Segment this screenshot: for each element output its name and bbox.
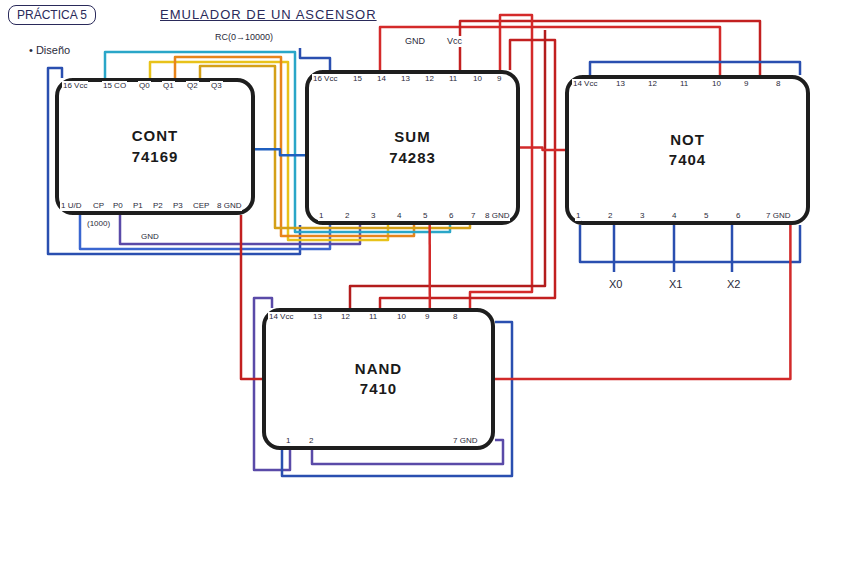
pin-label: 1 bbox=[575, 211, 581, 221]
nand-chip: NAND 7410 bbox=[262, 308, 495, 450]
pin-label: 6 bbox=[735, 211, 741, 221]
counter-chip: CONT 74169 bbox=[55, 78, 255, 215]
pin-label: 2 bbox=[607, 211, 613, 221]
pin-label: 4 bbox=[396, 211, 402, 221]
pin-label: 13 bbox=[400, 74, 411, 84]
pin-label: 9 bbox=[496, 74, 502, 84]
inverter-chip: NOT 7404 bbox=[565, 75, 810, 225]
pin-label: 7 GND bbox=[765, 211, 791, 221]
chip-name: SUM 74283 bbox=[389, 127, 436, 168]
wire bbox=[48, 68, 300, 254]
pin-label: 16 Vcc bbox=[312, 74, 338, 84]
pin-label: 9 bbox=[424, 312, 430, 322]
pin-label: 5 bbox=[703, 211, 709, 221]
pin-label: 15 bbox=[352, 74, 363, 84]
pin-label: 8 GND bbox=[484, 211, 510, 221]
practice-tag: PRÁCTICA 5 bbox=[8, 5, 96, 25]
wire bbox=[673, 225, 676, 272]
pin-label: 14 bbox=[376, 74, 387, 84]
input-name: X2 bbox=[726, 278, 741, 291]
pin-label: 3 bbox=[370, 211, 376, 221]
pin-label: P3 bbox=[172, 201, 184, 211]
pin-label: 12 bbox=[340, 312, 351, 322]
pin-label: GND bbox=[404, 36, 426, 47]
pin-label: 10 bbox=[396, 312, 407, 322]
pin-label: P2 bbox=[152, 201, 164, 211]
pin-label: 1 bbox=[285, 436, 291, 446]
pin-label: Q1 bbox=[162, 81, 175, 91]
pin-label: 6 bbox=[448, 211, 454, 221]
wire bbox=[613, 225, 616, 272]
pin-label: 3 bbox=[639, 211, 645, 221]
pin-label: P1 bbox=[132, 201, 144, 211]
pin-label: P0 bbox=[112, 201, 124, 211]
pin-label: 15 CO bbox=[102, 81, 127, 91]
pin-label: 8 GND bbox=[216, 201, 242, 211]
pin-label: 10 bbox=[472, 74, 483, 84]
pin-label: 11 bbox=[448, 74, 458, 84]
pin-label: Q0 bbox=[138, 81, 151, 91]
wire bbox=[580, 225, 800, 262]
pin-label: CEP bbox=[192, 201, 210, 211]
pin-label: 14 Vcc bbox=[268, 312, 294, 322]
pin-label: 11 bbox=[368, 312, 378, 322]
pin-label: 2 bbox=[344, 211, 350, 221]
wire bbox=[380, 27, 720, 75]
pin-label: 8 bbox=[775, 79, 781, 89]
pin-label: 2 bbox=[308, 436, 314, 446]
wire-connector bbox=[428, 225, 431, 308]
chip-name: NAND 7410 bbox=[355, 359, 402, 400]
pin-label: 13 bbox=[312, 312, 323, 322]
wire bbox=[731, 225, 734, 272]
chip-name: CONT 74169 bbox=[132, 126, 179, 167]
wire bbox=[590, 62, 800, 75]
pin-label: 5 bbox=[422, 211, 428, 221]
pin-label: 10 bbox=[711, 79, 722, 89]
pin-label: 12 bbox=[647, 79, 658, 89]
wire-connector bbox=[520, 148, 565, 151]
pin-label: Q3 bbox=[210, 81, 223, 91]
pin-label: 4 bbox=[671, 211, 677, 221]
pin-label: 13 bbox=[615, 79, 626, 89]
pin-label: 11 bbox=[679, 79, 689, 89]
pin-label: 12 bbox=[424, 74, 435, 84]
pin-label: CP bbox=[92, 201, 105, 211]
wire bbox=[300, 48, 330, 70]
wire-connector bbox=[241, 215, 262, 379]
pin-label: RC(0→10000) bbox=[214, 32, 274, 43]
pin-label: 1 bbox=[318, 211, 324, 221]
pin-label: 9 bbox=[743, 79, 749, 89]
input-name: X0 bbox=[608, 278, 623, 291]
pin-label: GND bbox=[140, 232, 160, 242]
pin-label: 8 bbox=[452, 312, 458, 322]
title: EMULADOR DE UN ASCENSOR bbox=[160, 7, 377, 22]
chip-name: PRÁCTICA 5 bbox=[17, 8, 87, 22]
pin-label: 7 GND bbox=[452, 436, 478, 446]
pin-label: 1 U/D bbox=[60, 201, 82, 211]
input-name: X1 bbox=[668, 278, 683, 291]
wire-connector bbox=[495, 225, 790, 379]
pin-label: 16 Vcc bbox=[62, 81, 88, 91]
pin-label: Vcc bbox=[446, 36, 463, 47]
pin-label: 7 bbox=[470, 211, 476, 221]
wire bbox=[460, 21, 760, 75]
pin-label: Q2 bbox=[186, 81, 199, 91]
pin-label: 14 Vcc bbox=[572, 79, 598, 89]
pin-label: (1000) bbox=[86, 219, 111, 229]
adder-chip: SUM 74283 bbox=[305, 70, 520, 225]
chip-name: NOT 7404 bbox=[669, 130, 706, 171]
section-note: • Diseño bbox=[28, 44, 71, 57]
wire-connector bbox=[255, 149, 305, 155]
